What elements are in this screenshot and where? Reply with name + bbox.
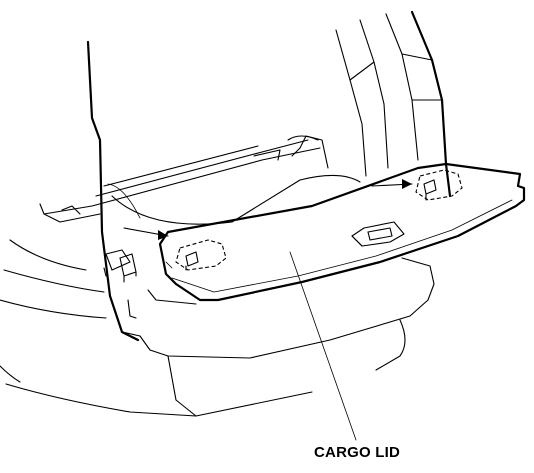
cargo-lid-label: CARGO LID [314, 444, 400, 461]
left-arrow [123, 227, 169, 240]
left-latch-stud [119, 253, 137, 283]
support-cable [111, 135, 361, 225]
right-hinge [415, 169, 463, 201]
right-arrow [371, 179, 413, 189]
rear-bumper [0, 239, 435, 417]
right-body-side [335, 10, 452, 198]
lid-handle [351, 221, 405, 247]
left-hinge [175, 239, 227, 271]
cargo-floor-frame [39, 135, 329, 223]
callout-leader-line [289, 251, 357, 441]
cargo-lid-panel [158, 162, 526, 302]
